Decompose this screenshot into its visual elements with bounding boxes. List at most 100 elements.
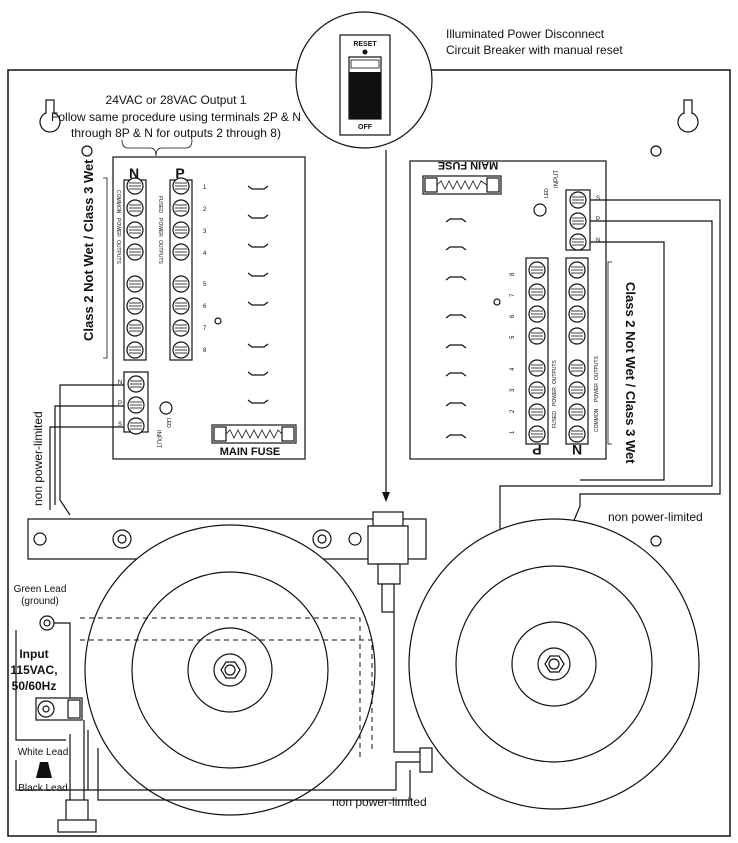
lead-wire [87, 730, 430, 791]
left-side-fused: FUSED [157, 196, 163, 213]
left-input-p: P [118, 401, 122, 407]
breaker-title-line2: Circuit Breaker with manual reset [446, 43, 623, 57]
input-wire [15, 760, 88, 791]
left-header-n: N [129, 165, 139, 181]
fuse-clip [247, 371, 269, 376]
transformer-left [84, 524, 376, 816]
output-note-line2: Follow same procedure using terminals 2P… [51, 110, 301, 124]
dashed-wire [80, 639, 373, 752]
breaker-title-line1: Illuminated Power Disconnect [446, 27, 605, 41]
right-input-n: N [596, 238, 600, 244]
ground-lug-icon [39, 615, 71, 700]
right-side-outputs: OUTPUTS [552, 359, 558, 384]
left-output-number: 4 [203, 251, 207, 257]
input-wire [15, 630, 66, 741]
black-lead-connector-icon [36, 762, 52, 778]
right-side-common: COMMON [594, 408, 600, 432]
class-label-left: Class 2 Not Wet / Class 3 Wet [81, 159, 96, 341]
mount-hole [81, 145, 93, 157]
left-side-outputs2: OUTPUTS [115, 240, 121, 265]
fuse-clip [247, 343, 269, 348]
fuse-clip [445, 218, 467, 223]
right-output-number: 5 [510, 335, 516, 339]
fuse-clip [445, 314, 467, 319]
left-output-number: 6 [203, 304, 207, 310]
black-lead-label: Black Lead [18, 783, 67, 794]
right-side-outputs2: OUTPUTS [594, 355, 600, 380]
cord-entry-icon [57, 799, 97, 833]
white-lead-label: White Lead [18, 747, 69, 758]
left-side-power: POWER [157, 218, 163, 237]
left-input-s: S [118, 422, 122, 428]
right-side-power2: POWER [594, 383, 600, 402]
right-input-label: INPUT [554, 170, 560, 188]
class-label-right: Class 2 Not Wet / Class 3 Wet [623, 282, 638, 464]
right-output-number: 2 [510, 409, 516, 413]
non-power-limited-right: non power-limited [608, 510, 703, 524]
right-keyhole-icon [677, 99, 699, 133]
left-keyhole-icon [39, 99, 61, 133]
right-header-n: N [572, 442, 582, 458]
left-led-label: LED [165, 418, 171, 428]
non-power-limited-bottom: non power-limited [332, 795, 427, 809]
fuse-clip [247, 399, 269, 404]
fuse-clip [445, 402, 467, 407]
green-lead-line2: (ground) [21, 596, 59, 607]
right-header-p: P [532, 442, 541, 458]
wire-connector [419, 747, 433, 773]
right-led-label: LED [544, 188, 550, 198]
right-side-power: POWER [552, 387, 558, 406]
fuse-clip [445, 372, 467, 377]
left-side-common: COMMON [115, 190, 121, 214]
input-line3: 50/60Hz [12, 679, 57, 693]
fuse-clip [445, 276, 467, 281]
right-output-number: 1 [510, 430, 516, 434]
left-led-icon [159, 401, 173, 415]
fuse-clip [247, 272, 269, 277]
breaker-reset-label: RESET [353, 41, 377, 48]
lead-wire [97, 748, 411, 801]
input-terminal-icon [35, 697, 83, 721]
left-input-label: INPUT [155, 430, 161, 448]
right-led-icon [533, 203, 547, 217]
left-main-fuse-label: MAIN FUSE [220, 446, 281, 458]
fuse-clip [445, 344, 467, 349]
fuse-clip [247, 301, 269, 306]
right-input-p: P [596, 217, 600, 223]
wires [49, 150, 721, 536]
non-power-limited-left: non power-limited [31, 411, 45, 506]
fuse-clip [247, 185, 269, 190]
left-output-number: 3 [203, 229, 207, 235]
right-output-number: 7 [510, 293, 516, 297]
left-side-power2: POWER [115, 218, 121, 237]
left-side-outputs: OUTPUTS [157, 240, 163, 265]
left-output-number: 2 [203, 207, 207, 213]
class-right-bracket [607, 261, 612, 445]
fuse-clip [445, 434, 467, 439]
mount-hole [650, 145, 662, 157]
right-input-s: S [596, 196, 600, 202]
class-left-bracket [103, 177, 108, 359]
right-output-number: 3 [510, 388, 516, 392]
dashed-wire [80, 617, 361, 760]
fuse-clip [247, 243, 269, 248]
circuit-breaker-body [367, 511, 409, 613]
left-output-number: 7 [203, 326, 207, 332]
right-output-number: 4 [510, 367, 516, 371]
right-output-number: 8 [510, 272, 516, 276]
right-power-board: MAIN FUSE LED INPUT S P N P N 1 2 3 4 5 … [409, 159, 607, 460]
left-output-number: 5 [203, 282, 207, 288]
circuit-breaker-callout: RESET OFF [295, 11, 433, 149]
output-note-brace [121, 139, 193, 157]
left-header-p: P [175, 165, 184, 181]
right-main-fuse-label: MAIN FUSE [438, 159, 499, 171]
input-line1: Input [19, 647, 48, 661]
transformer-right [408, 518, 700, 810]
right-side-fused: FUSED [552, 411, 558, 428]
right-output-number: 6 [510, 314, 516, 318]
breaker-off-label: OFF [358, 124, 373, 131]
green-lead-line1: Green Lead [14, 584, 67, 595]
output-note-line3: through 8P & N for outputs 2 through 8) [71, 126, 281, 140]
input-line2: 115VAC, [10, 663, 57, 677]
